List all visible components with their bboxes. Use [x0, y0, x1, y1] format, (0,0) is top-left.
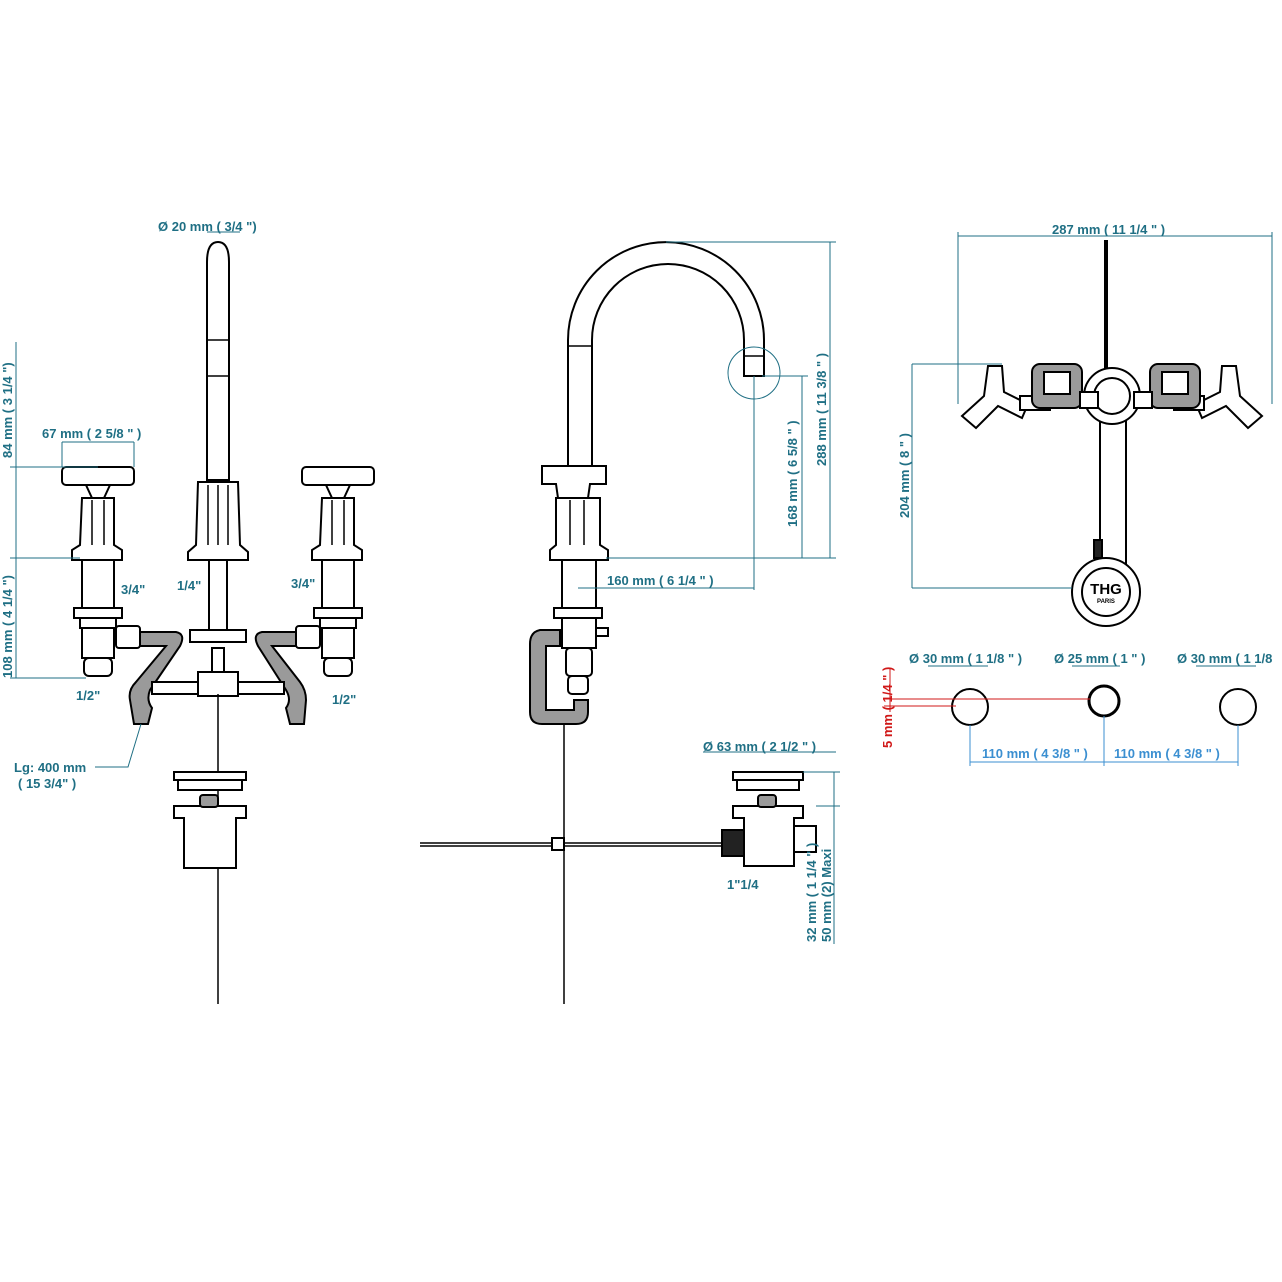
- hose-length-inch-label: ( 15 3/4" ): [18, 776, 76, 791]
- mounting-holes: Ø 30 mm ( 1 1/8 " ) Ø 25 mm ( 1 " ) Ø 30…: [880, 651, 1272, 766]
- thread-right-label: 3/4": [291, 576, 315, 591]
- hole-right: [1219, 688, 1257, 726]
- total-height-label: 288 mm ( 11 3/8 " ): [814, 353, 829, 466]
- brand-logo: THG: [1090, 581, 1122, 598]
- spout-reach-label: 160 mm ( 6 1/4 " ): [607, 573, 714, 588]
- brand-sub: PARIS: [1097, 599, 1115, 605]
- front-view: Ø 20 mm ( 3/4 ") 67 mm ( 2 5/8 " ) 84 mm…: [0, 219, 375, 1004]
- inlet-left-label: 1/2": [76, 688, 100, 703]
- hose-length-label: Lg: 400 mm: [14, 760, 86, 775]
- hole-right-label: Ø 30 mm ( 1 1/8: [1177, 651, 1272, 666]
- spout: [206, 240, 230, 481]
- hole-left-label: Ø 30 mm ( 1 1/8 " ): [909, 651, 1022, 666]
- hole-left: [951, 688, 989, 726]
- right-cross-handle-top: [1133, 363, 1264, 430]
- hole-center-label: Ø 25 mm ( 1 " ): [1054, 651, 1145, 666]
- top-view: THG PARIS 287 mm ( 11 1/4: [897, 222, 1273, 627]
- right-cross-handle: [301, 466, 375, 677]
- hole-center: [1087, 684, 1121, 718]
- thread-center-label: 1/4": [177, 578, 201, 593]
- front-drain: [173, 694, 247, 1004]
- left-cross-handle: [61, 466, 135, 677]
- top-dimensions: [911, 232, 1273, 589]
- spout-height-label: 168 mm ( 6 5/8 " ): [785, 420, 800, 527]
- inlet-right-label: 1/2": [332, 692, 356, 707]
- thread-left-label: 3/4": [121, 582, 145, 597]
- connecting-pipes: [115, 625, 321, 725]
- handle-width-label: 67 mm ( 2 5/8 " ): [42, 426, 141, 441]
- left-cross-handle-top: [960, 363, 1099, 430]
- total-width-label: 287 mm ( 11 1/4 " ): [1052, 222, 1165, 237]
- front-dimensions: [10, 231, 240, 768]
- body-height-label: 108 mm ( 4 1/4 "): [0, 575, 15, 678]
- offset-label: 5 mm ( 1/4 " ): [880, 667, 895, 748]
- handle-height-label: 84 mm ( 3 1/4 "): [0, 362, 15, 458]
- drain-diameter-label: Ø 63 mm ( 2 1/2 " ): [703, 739, 816, 754]
- side-view: 288 mm ( 11 3/8 " ) 168 mm ( 6 5/8 " ) 1…: [420, 241, 840, 1004]
- side-drain: [721, 771, 817, 867]
- drain-thread-label: 1"1/4: [727, 877, 759, 892]
- spacing-left-label: 110 mm ( 4 3/8 " ): [982, 746, 1088, 761]
- depth-label: 204 mm ( 8 " ): [897, 433, 912, 518]
- spacing-right-label: 110 mm ( 4 3/8 " ): [1114, 746, 1220, 761]
- drain-size-maxi-label: 50 mm (2) Maxi: [819, 849, 834, 942]
- gooseneck-spout: [567, 241, 765, 471]
- side-dimensions: [578, 241, 840, 944]
- spout-diameter-label: Ø 20 mm ( 3/4 "): [158, 219, 257, 234]
- drain-size-label: 32 mm ( 1 1/4 " ): [804, 843, 819, 942]
